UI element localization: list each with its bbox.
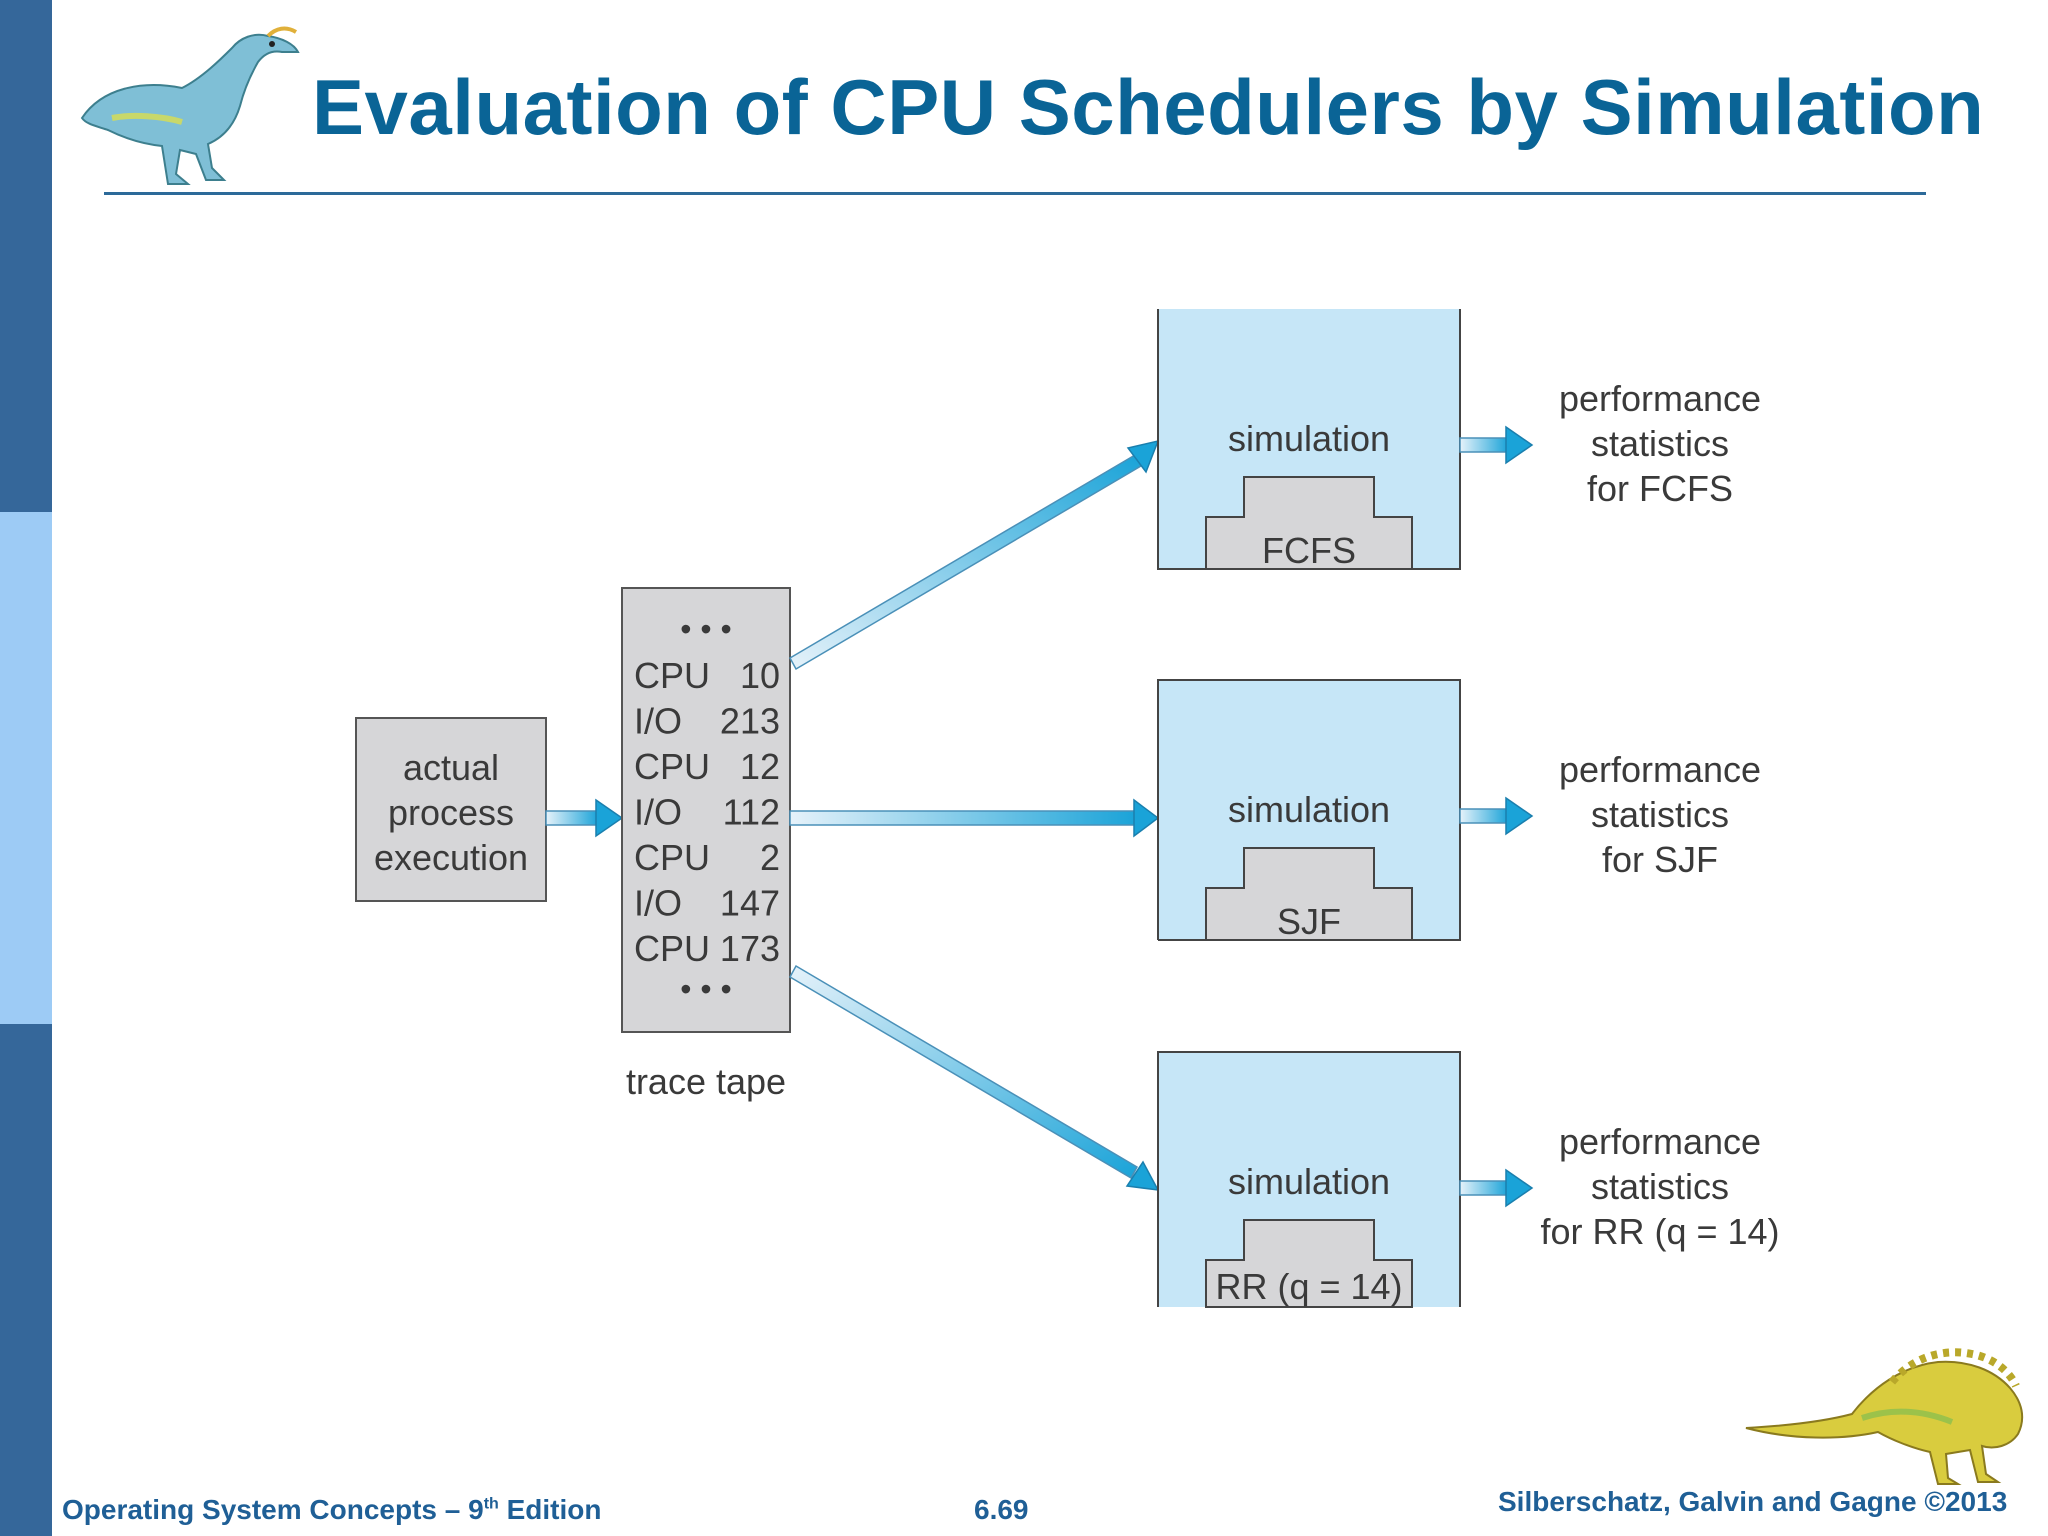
performance-stats-line: performance — [1559, 749, 1761, 790]
simulation-label: simulation — [1228, 789, 1390, 830]
sidebar-segment-bottom — [0, 1024, 52, 1536]
footer-book-sup: th — [483, 1495, 499, 1513]
sidebar-segment-top — [0, 0, 52, 512]
trace-value: 12 — [740, 746, 780, 787]
source-label-line1: actual — [403, 747, 499, 788]
page-title: Evaluation of CPU Schedulers by Simulati… — [312, 63, 1985, 151]
algorithm-label: SJF — [1277, 901, 1341, 942]
trace-tape-caption: trace tape — [626, 1061, 786, 1102]
algorithm-label: FCFS — [1262, 530, 1356, 571]
algorithm-shape — [1205, 847, 1413, 941]
title-underline — [104, 192, 1926, 195]
trace-op: I/O — [634, 792, 682, 833]
arrow-trace-to-rr — [788, 964, 1160, 1191]
trace-value: 213 — [720, 701, 780, 742]
simulation-label: simulation — [1228, 1161, 1390, 1202]
performance-stats-line: performance — [1559, 1121, 1761, 1162]
simulation-block: simulation RR (q = 14) performancestatisti… — [1157, 1051, 1780, 1308]
trace-op: I/O — [634, 883, 682, 924]
algorithm-shape — [1205, 476, 1413, 570]
actual-process-box: actual process execution — [355, 717, 547, 902]
arrow-trace-to-fcfs — [788, 439, 1160, 671]
trace-value: 112 — [723, 792, 780, 833]
footer-book-title: Operating System Concepts – 9th Edition — [62, 1494, 601, 1526]
output-arrow — [1459, 796, 1534, 836]
algorithm-shape — [1205, 1219, 1413, 1308]
trace-value: 2 — [760, 837, 780, 878]
performance-stats-line: performance — [1559, 378, 1761, 419]
arrow-trace-to-sjf — [789, 798, 1160, 838]
footer-book-suffix: Edition — [498, 1494, 602, 1525]
performance-stats-line: statistics — [1591, 794, 1729, 835]
source-label-line3: execution — [374, 837, 528, 878]
simulation-label: simulation — [1228, 418, 1390, 459]
trace-op: CPU — [634, 928, 710, 969]
dinosaur-icon — [1745, 1348, 2024, 1485]
trace-op: CPU — [634, 837, 710, 878]
trace-op: CPU — [634, 655, 710, 696]
footer-book-prefix: Operating System Concepts – 9 — [62, 1494, 484, 1525]
footer-authors: Silberschatz, Galvin and Gagne ©2013 — [1498, 1486, 2008, 1517]
performance-stats-line: statistics — [1591, 1166, 1729, 1207]
left-sidebar — [0, 0, 52, 1536]
arrow-source-to-trace — [545, 798, 624, 838]
output-arrow — [1459, 1168, 1534, 1208]
trace-dots-bottom: • • • — [680, 971, 731, 1007]
performance-stats-line: for SJF — [1602, 839, 1718, 880]
trace-dots-top: • • • — [680, 611, 731, 647]
sidebar-segment-middle — [0, 512, 52, 1024]
trace-value: 173 — [720, 928, 780, 969]
footer-page-number: 6.69 — [974, 1494, 1029, 1525]
output-arrow — [1459, 425, 1534, 465]
trace-op: CPU — [634, 746, 710, 787]
source-label-line2: process — [388, 792, 514, 833]
dinosaur-icon — [80, 26, 300, 185]
trace-value: 10 — [740, 655, 780, 696]
performance-stats-line: for FCFS — [1587, 468, 1733, 509]
trace-value: 147 — [720, 883, 780, 924]
performance-stats-line: for RR (q = 14) — [1540, 1211, 1779, 1252]
performance-stats-line: statistics — [1591, 423, 1729, 464]
trace-op: I/O — [634, 701, 682, 742]
algorithm-label: RR (q = 14) — [1215, 1266, 1402, 1307]
